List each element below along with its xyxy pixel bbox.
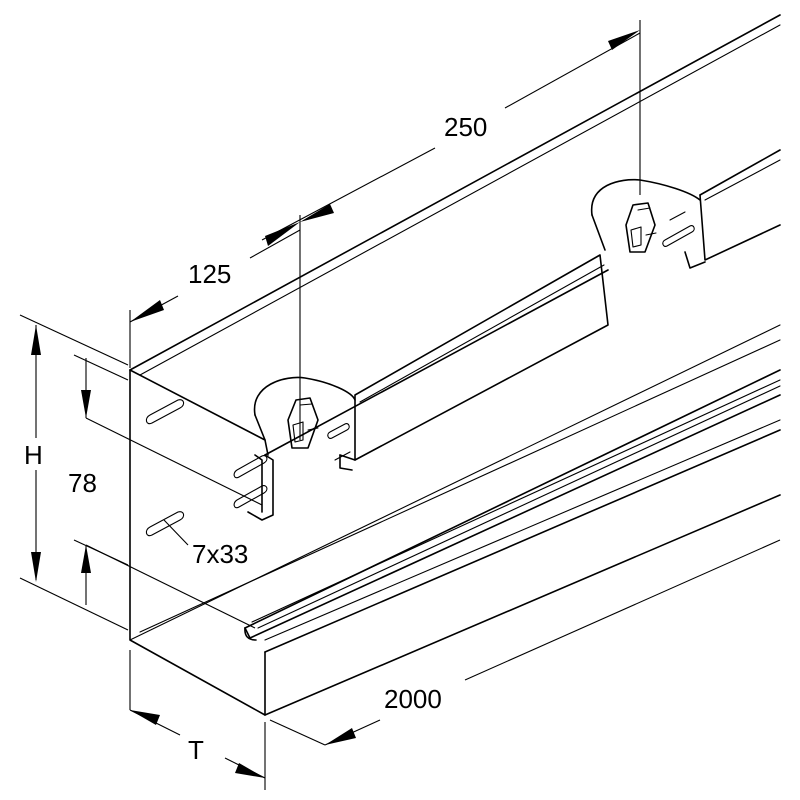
dimension-125-label: 125 <box>188 259 231 289</box>
front-rolled-lip <box>244 369 781 641</box>
dimension-78 <box>73 354 263 629</box>
dimension-depth-label: T <box>188 735 204 765</box>
dimension-125 <box>129 229 301 368</box>
slot-size-label: 7x33 <box>192 539 248 569</box>
label-250-backdrop <box>440 108 500 140</box>
wall-slots <box>145 211 695 537</box>
label-125-backdrop <box>186 256 242 288</box>
dimension-2000-label: 2000 <box>384 684 442 714</box>
label-h-backdrop <box>22 438 50 470</box>
dimension-250 <box>261 20 641 440</box>
dimension-2000 <box>269 539 781 746</box>
clip-notch-front <box>253 376 356 449</box>
dimension-250-label: 250 <box>444 112 487 142</box>
dimension-78-label: 78 <box>68 468 97 498</box>
dimension-depth <box>129 650 266 790</box>
clip-notch-rear <box>591 178 701 253</box>
label-2000-backdrop <box>380 680 462 714</box>
slot-leader-line <box>163 519 189 546</box>
dimension-height <box>19 314 129 631</box>
trunking-body <box>129 14 781 716</box>
dimension-height-label: H <box>24 440 43 470</box>
label-slot-backdrop <box>190 538 266 568</box>
